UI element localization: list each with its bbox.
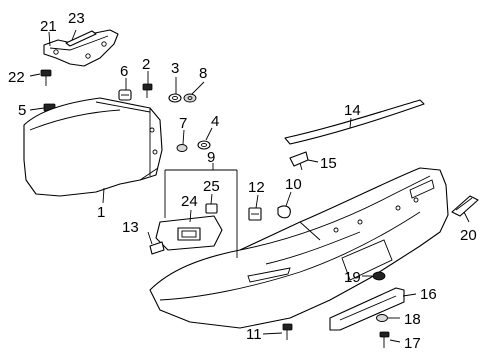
sensor-bracket-24 — [155, 215, 223, 251]
callout-10: 10 — [285, 176, 302, 193]
clip-13 — [149, 241, 165, 255]
fastener-6 — [118, 89, 132, 101]
screw-11 — [282, 323, 293, 340]
callout-12: 12 — [248, 179, 265, 196]
callout-labels: 21 23 22 5 1 6 2 3 8 7 4 9 14 15 12 10 2… — [8, 10, 477, 352]
callout-19: 19 — [344, 269, 361, 286]
screw-2 — [142, 83, 153, 98]
bolt-17 — [379, 331, 390, 348]
callout-8: 8 — [199, 65, 207, 82]
callout-7: 7 — [179, 115, 187, 132]
callout-20: 20 — [460, 227, 477, 244]
hook-clip-10 — [277, 205, 291, 219]
lower-valance-16 — [329, 287, 405, 331]
callout-17: 17 — [404, 335, 421, 352]
callout-21: 21 — [40, 18, 57, 35]
callout-5: 5 — [18, 102, 26, 119]
callout-15: 15 — [320, 155, 337, 172]
nut-3 — [168, 93, 182, 103]
reflector-20 — [451, 195, 479, 217]
side-bumper-cover — [23, 97, 163, 197]
callout-23: 23 — [68, 10, 85, 27]
washer-8 — [183, 93, 197, 103]
callout-13: 13 — [122, 219, 139, 236]
nut-19 — [372, 271, 386, 281]
callout-22: 22 — [8, 69, 25, 86]
push-clip-15 — [289, 151, 309, 171]
callout-25: 25 — [203, 178, 220, 195]
nut-4 — [197, 140, 211, 150]
bracket-part — [43, 29, 119, 67]
upper-trim-strip — [284, 99, 425, 145]
washer-18 — [376, 314, 388, 322]
callout-6: 6 — [120, 63, 128, 80]
callout-11: 11 — [246, 326, 262, 343]
callout-2: 2 — [142, 56, 150, 73]
callout-3: 3 — [171, 60, 179, 77]
washer-7 — [176, 144, 188, 152]
sensor-25 — [205, 203, 218, 214]
callout-4: 4 — [211, 113, 219, 130]
screw-22 — [40, 69, 52, 86]
rear-bumper-cover — [149, 167, 449, 329]
leader-lines — [29, 29, 470, 343]
callout-24: 24 — [181, 193, 198, 210]
callout-1: 1 — [97, 204, 105, 221]
bracket-clip-12 — [248, 207, 262, 221]
callout-14: 14 — [344, 102, 361, 119]
callout-16: 16 — [420, 286, 437, 303]
callout-18: 18 — [404, 311, 421, 328]
callout-9: 9 — [207, 149, 215, 166]
